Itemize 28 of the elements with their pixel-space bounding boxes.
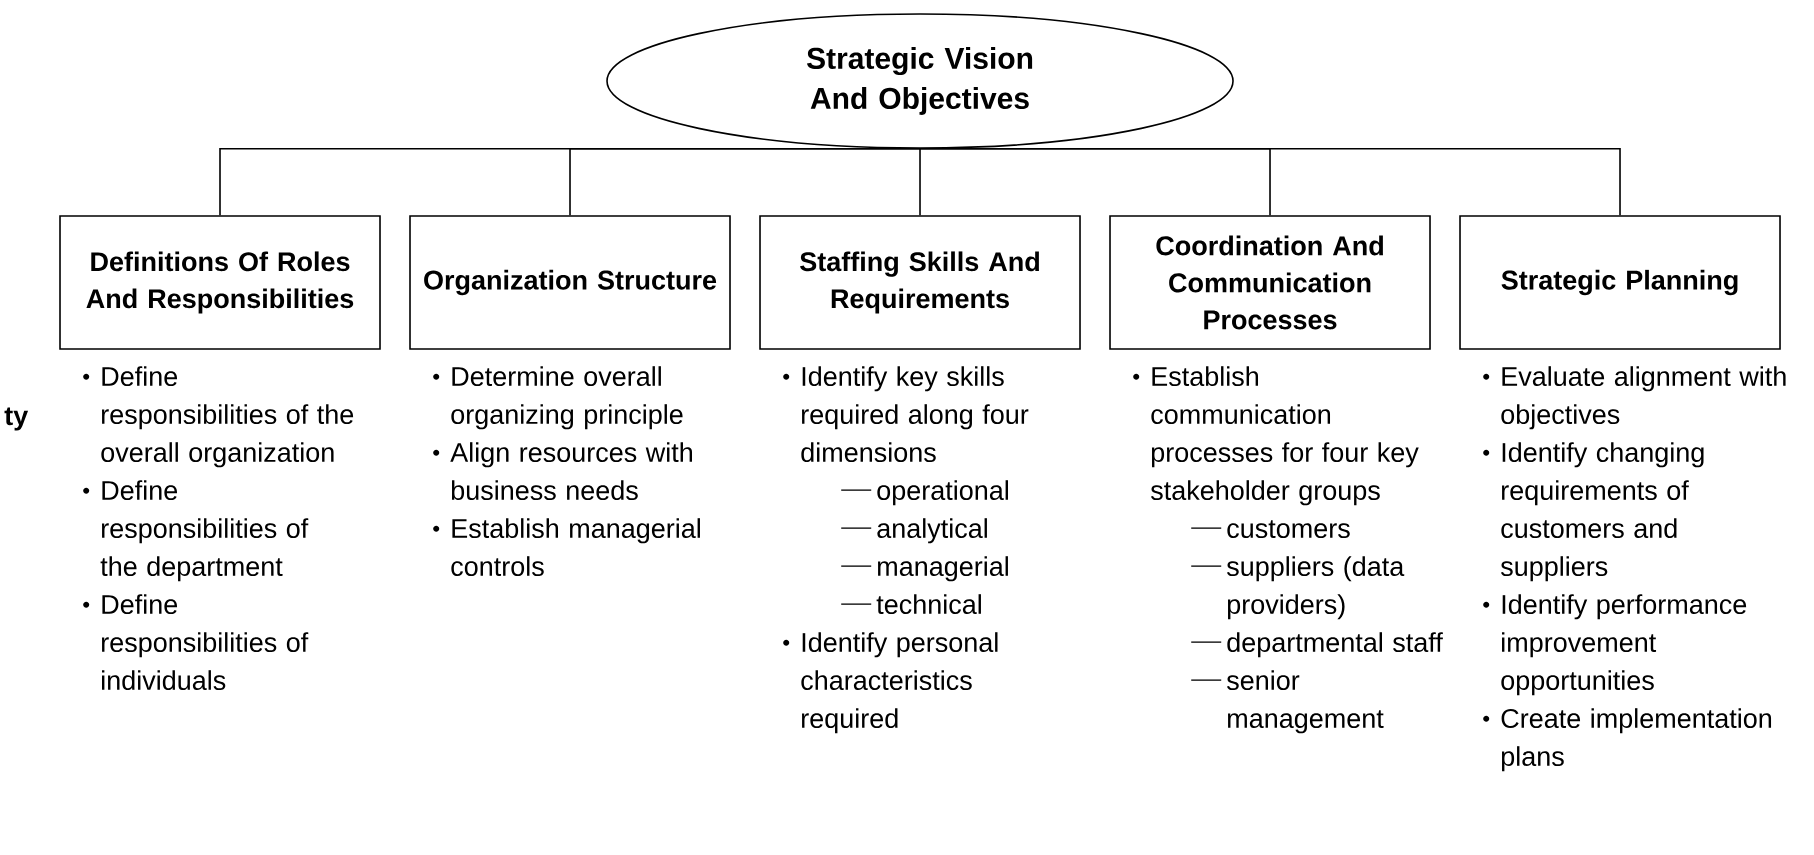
heading-box: Organization Structure xyxy=(409,215,731,350)
list-item: Define responsibilities of the overall organization xyxy=(101,366,354,468)
list-item: Determine overall organizing principle xyxy=(451,366,683,430)
list-item: Define responsibilities of individuals xyxy=(102,594,309,691)
list-item: Identify changing requirements of customers and suppliers xyxy=(1500,442,1704,582)
heading-box: Definitions Of Roles And Responsibilities xyxy=(59,215,381,350)
list-item: technical xyxy=(876,594,981,615)
list-item: Identify performance improvement opportunities xyxy=(1501,594,1747,696)
list-item: departmental staff xyxy=(1227,632,1443,658)
heading-box: Strategic Planning xyxy=(1459,215,1781,350)
list-item: Evaluate alignment with objectives xyxy=(1501,366,1786,430)
side-label: ty xyxy=(4,407,29,431)
list-item: customers xyxy=(1227,520,1350,539)
connector-line xyxy=(919,148,921,216)
list-item: operational xyxy=(877,480,1008,506)
list-item: Align resources with business needs xyxy=(450,442,692,501)
list-item: analytical xyxy=(877,518,987,544)
heading-box: Coordination And Communication Processes xyxy=(1109,215,1431,350)
list-item: senior management xyxy=(1226,670,1384,734)
connector-line xyxy=(569,148,921,216)
list-item: suppliers (data providers) xyxy=(1226,556,1405,620)
list-item: Identify personal characteristics required xyxy=(801,632,998,734)
list-item: managerial xyxy=(878,556,1008,582)
heading-box: Staffing Skills And Requirements xyxy=(759,215,1081,350)
list-item: Create implementation plans xyxy=(1501,708,1772,772)
list-item: Define responsibilities of the department xyxy=(100,480,309,582)
connector-line xyxy=(919,148,1621,216)
list-item: Establish managerial controls xyxy=(451,518,700,577)
